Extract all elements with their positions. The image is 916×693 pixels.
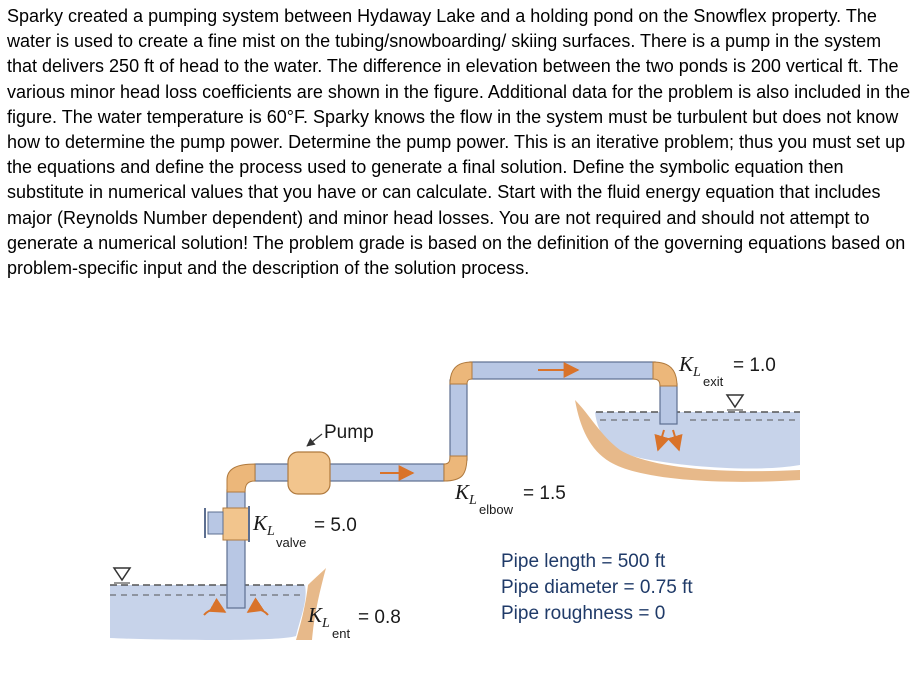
- svg-text:L: L: [692, 365, 701, 380]
- pumping-system-figure: Pump K L valve = 5.0 K L ent = 0.8 K L e…: [0, 340, 916, 693]
- problem-statement: Sparky created a pumping system between …: [7, 4, 912, 281]
- k-valve-label: K L valve = 5.0: [252, 511, 357, 550]
- svg-text:K: K: [454, 480, 470, 504]
- svg-text:exit: exit: [703, 374, 724, 389]
- lower-bank: [296, 568, 326, 640]
- pump-label: Pump: [324, 422, 374, 443]
- elbow-upper-left: [449, 361, 473, 385]
- upper-bank: [575, 400, 800, 482]
- k-elbow-label: K L elbow = 1.5: [454, 480, 566, 517]
- inflow-arrow-icon: [246, 597, 269, 616]
- svg-text:ent: ent: [332, 626, 350, 641]
- outlet-pipe: [659, 383, 678, 425]
- svg-text:= 1.5: = 1.5: [523, 483, 566, 504]
- outflow-arrow-icon: [654, 429, 670, 452]
- system-diagram: Pump K L valve = 5.0 K L ent = 0.8 K L e…: [110, 352, 800, 641]
- svg-text:= 5.0: = 5.0: [314, 515, 357, 536]
- svg-text:K: K: [307, 603, 323, 627]
- pipe-roughness: Pipe roughness = 0: [501, 603, 665, 624]
- pump: [287, 451, 331, 495]
- svg-text:K: K: [252, 511, 268, 535]
- riser-pipe: [449, 379, 468, 461]
- pipe-data: Pipe length = 500 ft Pipe diameter = 0.7…: [501, 551, 693, 624]
- inflow-arrow-icon: [203, 597, 227, 616]
- pipe-diameter: Pipe diameter = 0.75 ft: [501, 577, 693, 598]
- svg-text:= 0.8: = 0.8: [358, 607, 401, 628]
- elbow-lower-right: [443, 455, 468, 482]
- pipe-to-pump: [254, 463, 291, 482]
- valve: [204, 506, 250, 542]
- svg-text:L: L: [266, 524, 275, 539]
- upper-reservoir: [575, 394, 800, 482]
- pipe-length: Pipe length = 500 ft: [501, 551, 666, 572]
- k-exit-label: K L exit = 1.0: [678, 352, 776, 389]
- svg-text:L: L: [468, 493, 477, 508]
- problem-text: Sparky created a pumping system between …: [7, 6, 911, 279]
- elbow-upper-right: [652, 361, 678, 387]
- svg-text:valve: valve: [276, 535, 306, 550]
- svg-text:K: K: [678, 352, 694, 376]
- elbows: [226, 361, 678, 493]
- svg-text:L: L: [321, 616, 330, 631]
- svg-text:elbow: elbow: [479, 502, 514, 517]
- water-level-marker-icon: [112, 567, 132, 582]
- pump-body: [287, 451, 331, 495]
- outflow-arrow-icon: [667, 429, 683, 452]
- svg-text:= 1.0: = 1.0: [733, 355, 776, 376]
- k-entrance-label: K L ent = 0.8: [307, 603, 401, 641]
- pump-leader-arrow-icon: [306, 433, 323, 447]
- lower-reservoir: [110, 567, 326, 640]
- water-level-marker-icon: [725, 394, 745, 409]
- elbow-lower-left: [226, 463, 256, 493]
